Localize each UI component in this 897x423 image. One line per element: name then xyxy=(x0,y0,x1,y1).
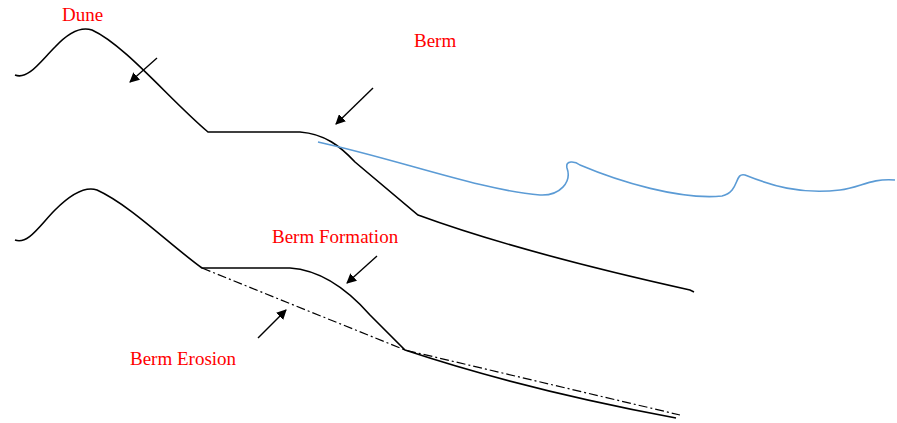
leader-arrow xyxy=(336,88,373,124)
upper-profile xyxy=(15,29,694,292)
part-label: Berm Erosion xyxy=(130,348,236,370)
part-label: Berm xyxy=(414,30,456,52)
erosion-line xyxy=(202,268,680,415)
leader-arrow xyxy=(258,310,286,338)
lower-profile xyxy=(15,189,676,418)
part-label: Dune xyxy=(62,4,103,26)
wave-line xyxy=(318,142,895,197)
leader-arrow xyxy=(130,58,157,82)
part-label: Berm Formation xyxy=(272,226,398,248)
leader-arrow xyxy=(347,256,377,283)
